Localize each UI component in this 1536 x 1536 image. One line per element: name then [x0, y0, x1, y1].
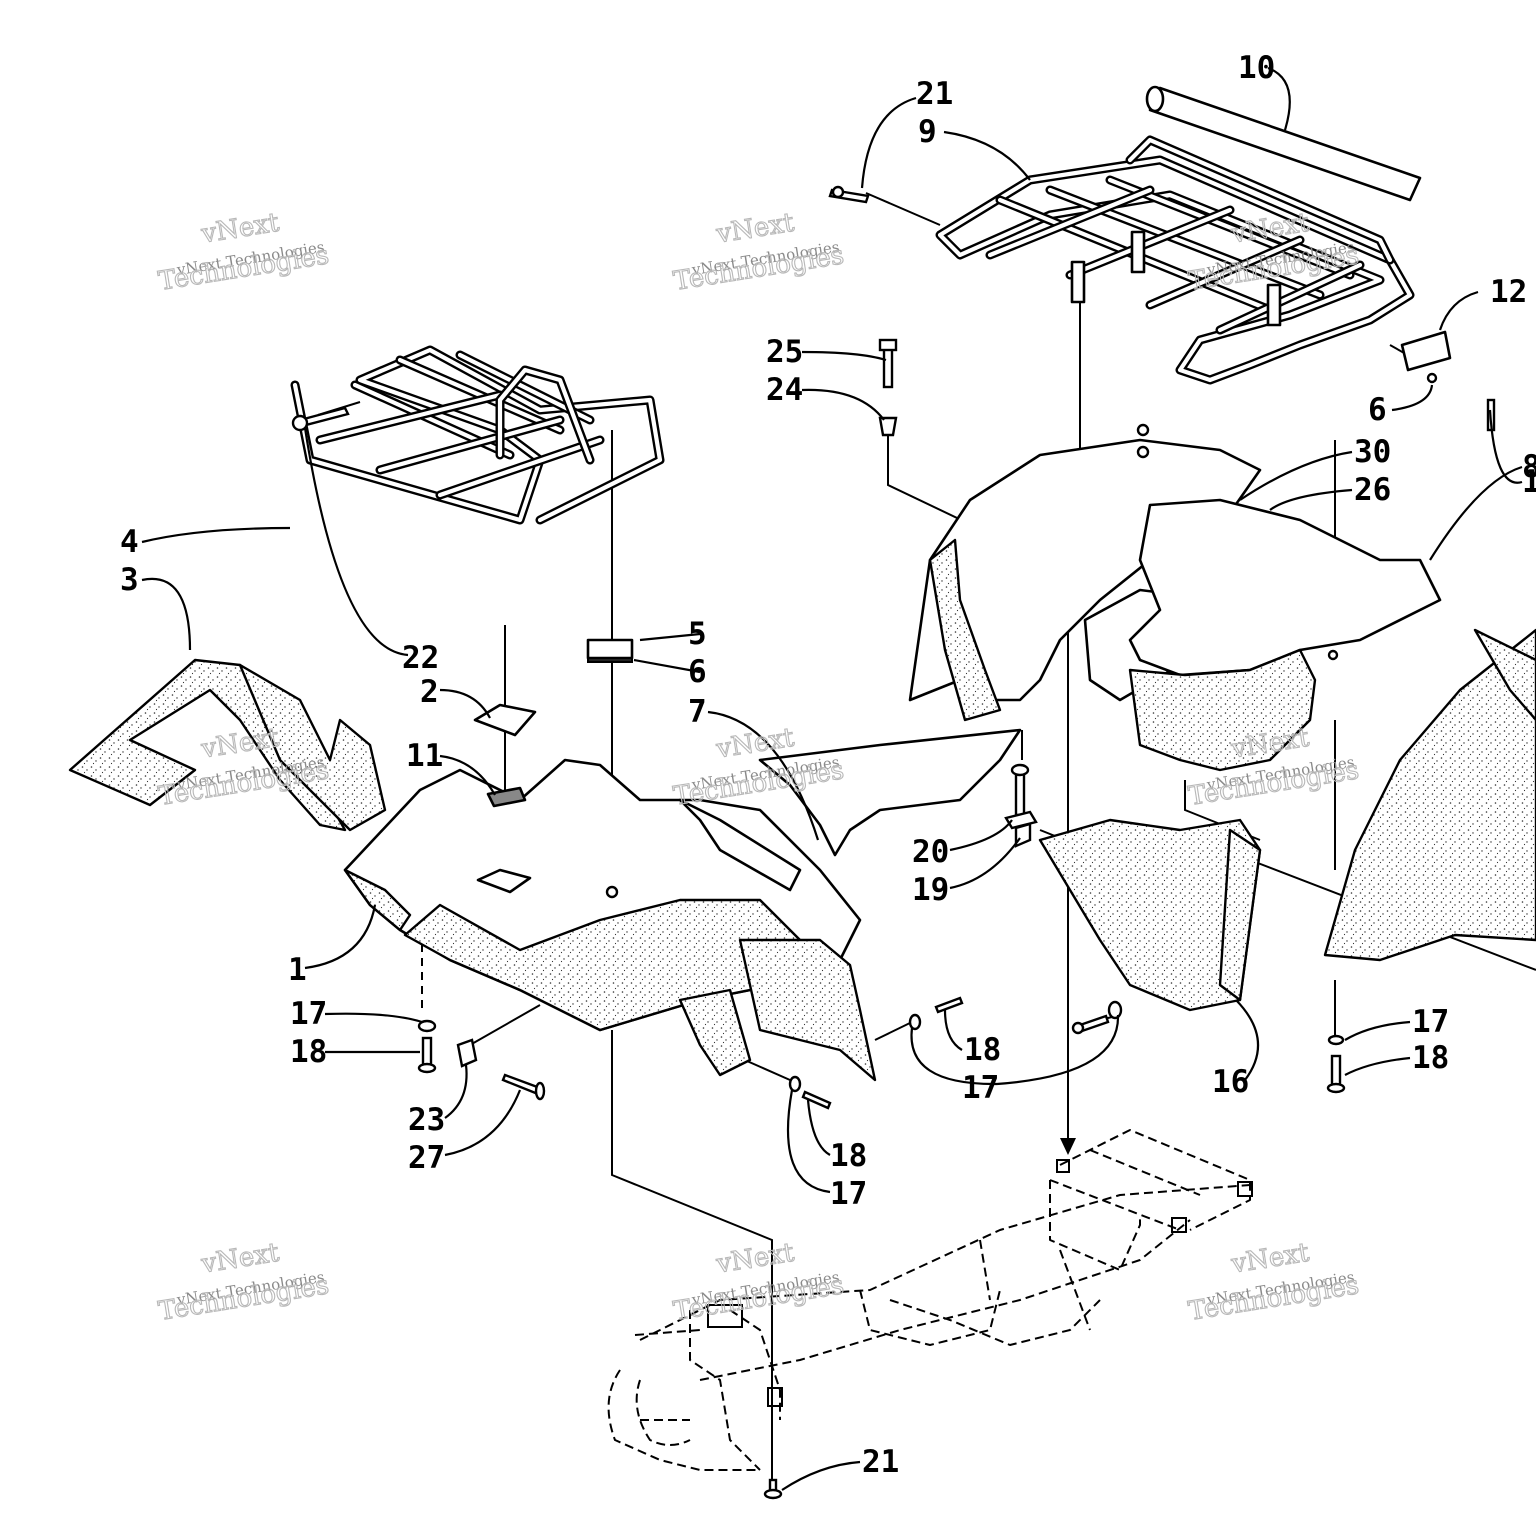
callout-30: 30: [1354, 434, 1391, 470]
watermark-bottom-right: vNext vNext Technologies Technologies: [1186, 1237, 1362, 1327]
callout-3: 3: [120, 562, 139, 598]
front-fender-liner-left: [68, 658, 387, 832]
callout-6-front: 6: [688, 654, 707, 690]
callout-16: 16: [1212, 1064, 1249, 1100]
callout-6-rear: 6: [1368, 392, 1387, 428]
callout-17-left: 17: [290, 996, 327, 1032]
callout-17-right: 17: [1412, 1004, 1449, 1040]
svg-text:vNext: vNext: [714, 723, 797, 765]
callout-18-left: 18: [290, 1034, 327, 1070]
callout-7: 7: [688, 694, 707, 730]
svg-text:vNext: vNext: [199, 208, 282, 250]
svg-text:Technologies: Technologies: [1186, 1270, 1361, 1327]
svg-text:Technologies: Technologies: [671, 1270, 846, 1327]
front-body-panel: [343, 758, 877, 1082]
callout-19: 19: [912, 872, 949, 908]
callout-1: 1: [288, 952, 307, 988]
svg-text:Technologies: Technologies: [156, 240, 331, 297]
chassis-frame: [607, 1129, 1253, 1471]
front-rack: [290, 345, 665, 525]
callout-9: 9: [918, 114, 937, 150]
callout-22: 22: [402, 640, 439, 676]
watermark-bottom-center: vNext vNext Technologies Technologies: [671, 1237, 847, 1327]
watermark-top-left: vNext vNext Technologies Technologies: [156, 207, 332, 297]
callout-5: 5: [688, 616, 707, 652]
callout-18-mid: 18: [964, 1032, 1001, 1068]
svg-text:vNext: vNext: [714, 208, 797, 250]
callout-17-center: 17: [830, 1176, 867, 1212]
callout-23: 23: [408, 1102, 445, 1138]
callout-4: 4: [120, 524, 139, 560]
callout-2: 2: [420, 674, 439, 710]
callout-10: 10: [1238, 50, 1275, 86]
svg-text:Technologies: Technologies: [671, 755, 846, 812]
callout-21-top: 21: [916, 76, 953, 112]
callout-20: 20: [912, 834, 949, 870]
side-panel: [758, 728, 1022, 857]
callout-11: 11: [406, 738, 443, 774]
svg-text:Technologies: Technologies: [671, 240, 846, 297]
svg-text:vNext: vNext: [714, 1238, 797, 1280]
callout-21-bottom: 21: [862, 1444, 899, 1480]
watermark-top-center: vNext vNext Technologies Technologies: [671, 207, 847, 297]
rear-rack-pad: [1145, 85, 1422, 202]
callout-27: 27: [408, 1140, 445, 1176]
rear-rack: [935, 135, 1415, 385]
callout-24: 24: [766, 372, 803, 408]
callout-18-center: 18: [830, 1138, 867, 1174]
callout-18-right: 18: [1412, 1040, 1449, 1076]
callout-8: 8: [1522, 449, 1536, 485]
watermark-mid-center: vNext vNext Technologies Technologies: [671, 722, 847, 812]
small-pads: [473, 330, 1452, 808]
callout-leaders: [141, 66, 1523, 1491]
callout-1-right: 1: [1522, 464, 1536, 500]
right-lower-panel: [1038, 818, 1262, 1012]
callout-labels: 21 9 10 12 6 25 24 30 26 8 1 4 3 22 5 6 …: [120, 50, 1536, 1480]
fasteners: [291, 185, 1496, 1500]
watermark-bottom-left: vNext vNext Technologies Technologies: [156, 1237, 332, 1327]
svg-text:Technologies: Technologies: [156, 1270, 331, 1327]
rear-body-panel: [908, 423, 1442, 772]
callout-26: 26: [1354, 472, 1391, 508]
rear-fender-right: [1323, 628, 1536, 962]
callout-17-mid: 17: [962, 1070, 999, 1106]
callout-25: 25: [766, 334, 803, 370]
callout-12: 12: [1490, 274, 1527, 310]
svg-text:vNext: vNext: [199, 1238, 282, 1280]
svg-text:vNext: vNext: [1229, 1238, 1312, 1280]
